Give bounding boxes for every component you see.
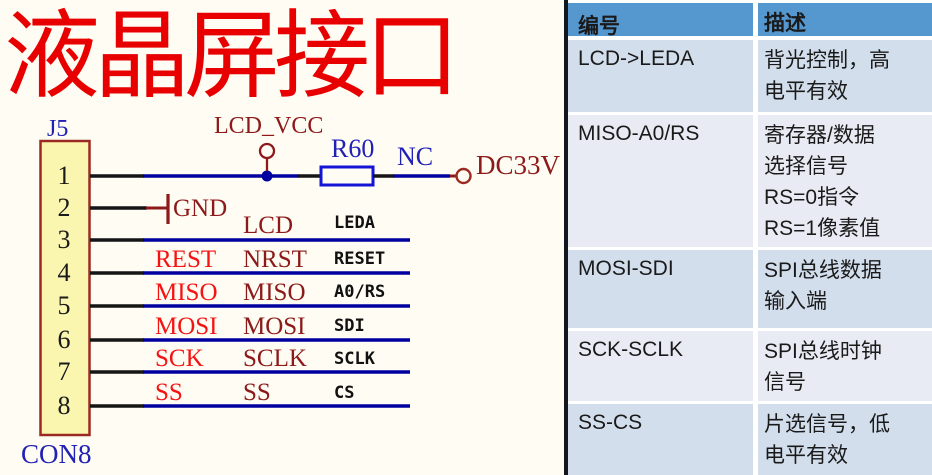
pin-8-number: 8 — [57, 391, 71, 420]
resistor-r60-symbol — [319, 165, 375, 187]
pin-2-number: 2 — [57, 193, 71, 222]
nc-label: NC — [397, 142, 434, 171]
vcc-net-label: LCD_VCC — [214, 113, 324, 139]
signal-2-pin: A0/RS — [334, 282, 386, 302]
table-row: LCD->LEDA 背光控制，高 电平有效 — [568, 40, 932, 112]
pin-7-number: 7 — [57, 357, 71, 386]
signal-1-pin: RESET — [334, 249, 386, 269]
schematic-graphics — [39, 139, 472, 437]
supply-pin-circle — [455, 167, 472, 185]
signal-1-mcu: REST — [155, 246, 217, 273]
resistor-ref-label: R60 — [331, 134, 375, 163]
table-cell-id: LCD->LEDA — [568, 40, 753, 112]
gnd-label: GND — [173, 195, 228, 222]
table-row: SCK-SCLK SPI总线时钟 信号 — [568, 331, 932, 401]
table-cell-id: MOSI-SDI — [568, 250, 753, 328]
supply-label: DC33V — [476, 150, 561, 180]
table-row: SS-CS 片选信号，低 电平有效 — [568, 404, 932, 475]
table-row: MOSI-SDI SPI总线数据 输入端 — [568, 250, 932, 328]
table-cell-id: SCK-SCLK — [568, 331, 753, 401]
connector-ref-label: J5 — [47, 116, 69, 142]
signal-2-mcu: MISO — [155, 279, 218, 306]
table-header-desc: 描述 — [758, 3, 932, 36]
schematic-panel: 液晶屏接口 J5 CON8 1 2 3 4 5 6 7 8 LCD_VCC R6… — [0, 0, 564, 475]
signal-2-lcd: MISO — [243, 279, 306, 306]
signal-1-lcd: NRST — [243, 246, 307, 273]
signal-5-pin: CS — [334, 383, 355, 403]
table-cell-desc: SPI总线数据 输入端 — [758, 250, 932, 328]
table-cell-desc: 背光控制，高 电平有效 — [758, 40, 932, 112]
panel-divider — [564, 0, 568, 475]
table-cell-id: SS-CS — [568, 404, 753, 475]
wire-junction-dot — [261, 170, 273, 182]
pin-6-number: 6 — [57, 325, 71, 354]
signal-3-lcd: MOSI — [243, 313, 306, 340]
pin-5-number: 5 — [57, 291, 71, 320]
pin-4-number: 4 — [57, 258, 71, 287]
table-header-row: 编号 描述 — [568, 3, 932, 38]
vcc-power-symbol — [258, 142, 276, 160]
signal-0-pin: LEDA — [334, 213, 375, 233]
connector-body — [39, 139, 91, 437]
table-header-id: 编号 — [568, 3, 753, 38]
signal-4-mcu: SCK — [155, 345, 204, 372]
signal-5-mcu: SS — [155, 379, 183, 406]
pin-3-number: 3 — [57, 225, 71, 254]
table-cell-desc: 寄存器/数据 选择信号 RS=0指令 RS=1像素值 — [758, 115, 932, 247]
signal-0-lcd: LCD — [243, 212, 293, 239]
signal-4-pin: SCLK — [334, 349, 375, 369]
connector-type-label: CON8 — [21, 439, 92, 469]
pin-description-table: 编号 描述 LCD->LEDA 背光控制，高 电平有效 MISO-A0/RS 寄… — [568, 0, 932, 475]
signal-3-mcu: MOSI — [155, 313, 218, 340]
table-row: MISO-A0/RS 寄存器/数据 选择信号 RS=0指令 RS=1像素值 — [568, 115, 932, 247]
signal-3-pin: SDI — [334, 316, 365, 336]
table-cell-desc: 片选信号，低 电平有效 — [758, 404, 932, 475]
signal-4-lcd: SCLK — [243, 345, 307, 372]
table-cell-desc: SPI总线时钟 信号 — [758, 331, 932, 401]
table-cell-id: MISO-A0/RS — [568, 115, 753, 247]
pin-1-number: 1 — [57, 161, 71, 190]
signal-5-lcd: SS — [243, 379, 271, 406]
page-title: 液晶屏接口 — [4, 3, 460, 110]
